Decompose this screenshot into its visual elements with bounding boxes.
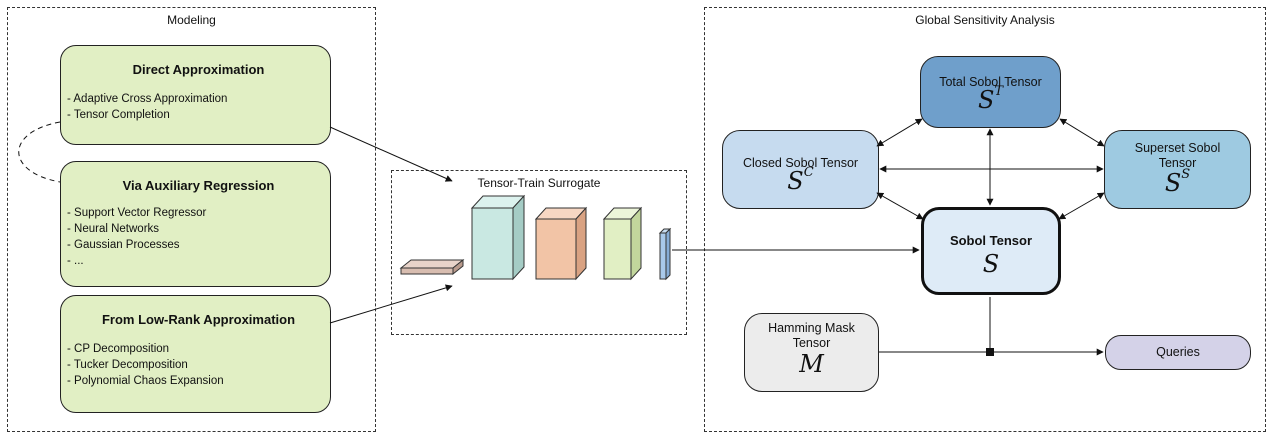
auxiliary-regression-list: Support Vector Regressor Neural Networks… xyxy=(67,205,330,269)
tt-core-3 xyxy=(534,206,588,281)
hamming-mask-symbol: M xyxy=(799,350,824,378)
auxiliary-regression-title: Via Auxiliary Regression xyxy=(122,178,275,193)
hamming-mask-tensor-node: Hamming Mask Tensor M xyxy=(744,313,879,392)
arrow-direct-to-tt xyxy=(329,126,453,182)
list-item: CP Decomposition xyxy=(67,341,330,357)
superset-sobol-symbol: SS xyxy=(1164,167,1191,197)
superset-sobol-tensor-node: Superset Sobol Tensor SS xyxy=(1104,130,1251,209)
closed-sobol-label: Closed Sobol Tensor xyxy=(742,156,859,170)
closed-sobol-tensor-node: Closed Sobol Tensor SC xyxy=(722,130,879,209)
low-rank-approximation-title: From Low-Rank Approximation xyxy=(101,312,296,327)
list-item: Gaussian Processes xyxy=(67,237,330,253)
list-item: Tensor Completion xyxy=(67,107,330,123)
list-item: Tucker Decomposition xyxy=(67,357,330,373)
low-rank-approximation-box: From Low-Rank Approximation CP Decomposi… xyxy=(60,295,331,413)
direct-approximation-title: Direct Approximation xyxy=(132,62,265,77)
arrow-closed-total xyxy=(876,118,923,147)
gsa-panel: Global Sensitivity Analysis xyxy=(704,7,1266,432)
dashed-curve-connector xyxy=(18,121,61,183)
arrow-closed-sobol xyxy=(876,192,924,220)
closed-sobol-symbol: SC xyxy=(787,165,814,195)
auxiliary-regression-box: Via Auxiliary Regression Support Vector … xyxy=(60,161,331,287)
superset-sobol-label: Superset Sobol Tensor xyxy=(1134,141,1221,170)
tt-core-5 xyxy=(658,227,672,281)
total-sobol-symbol: ST xyxy=(977,84,1004,114)
sobol-tensor-node: Sobol Tensor S xyxy=(921,207,1061,295)
hamming-mask-label: Hamming Mask Tensor xyxy=(768,321,855,350)
arrow-lowrank-to-tt xyxy=(329,284,453,324)
direct-approximation-box: Direct Approximation Adaptive Cross Appr… xyxy=(60,45,331,145)
junction-node xyxy=(986,348,994,356)
modeling-panel: Modeling xyxy=(7,7,376,432)
list-item: Support Vector Regressor xyxy=(67,205,330,221)
arrow-superset-sobol xyxy=(1058,192,1105,220)
sobol-label: Sobol Tensor xyxy=(949,233,1033,248)
tt-core-1 xyxy=(399,258,465,276)
total-sobol-label: Total Sobol Tensor xyxy=(939,75,1042,89)
tt-core-2 xyxy=(470,194,526,281)
direct-approximation-list: Adaptive Cross Approximation Tensor Comp… xyxy=(67,91,330,123)
low-rank-approximation-list: CP Decomposition Tucker Decomposition Po… xyxy=(67,341,330,389)
queries-label: Queries xyxy=(1156,345,1200,359)
list-item: Neural Networks xyxy=(67,221,330,237)
modeling-title: Modeling xyxy=(167,13,216,27)
tt-core-4 xyxy=(602,206,643,281)
list-item: ... xyxy=(67,253,330,269)
sobol-symbol: S xyxy=(982,250,1000,278)
list-item: Polynomial Chaos Expansion xyxy=(67,373,330,389)
arrow-superset-total xyxy=(1059,118,1105,147)
total-sobol-tensor-node: Total Sobol Tensor ST xyxy=(920,56,1061,128)
list-item: Adaptive Cross Approximation xyxy=(67,91,330,107)
queries-node: Queries xyxy=(1105,335,1251,370)
tensor-train-panel: Tensor-Train Surrogate xyxy=(391,170,687,335)
gsa-title: Global Sensitivity Analysis xyxy=(915,13,1055,27)
tensor-train-title: Tensor-Train Surrogate xyxy=(477,176,601,190)
